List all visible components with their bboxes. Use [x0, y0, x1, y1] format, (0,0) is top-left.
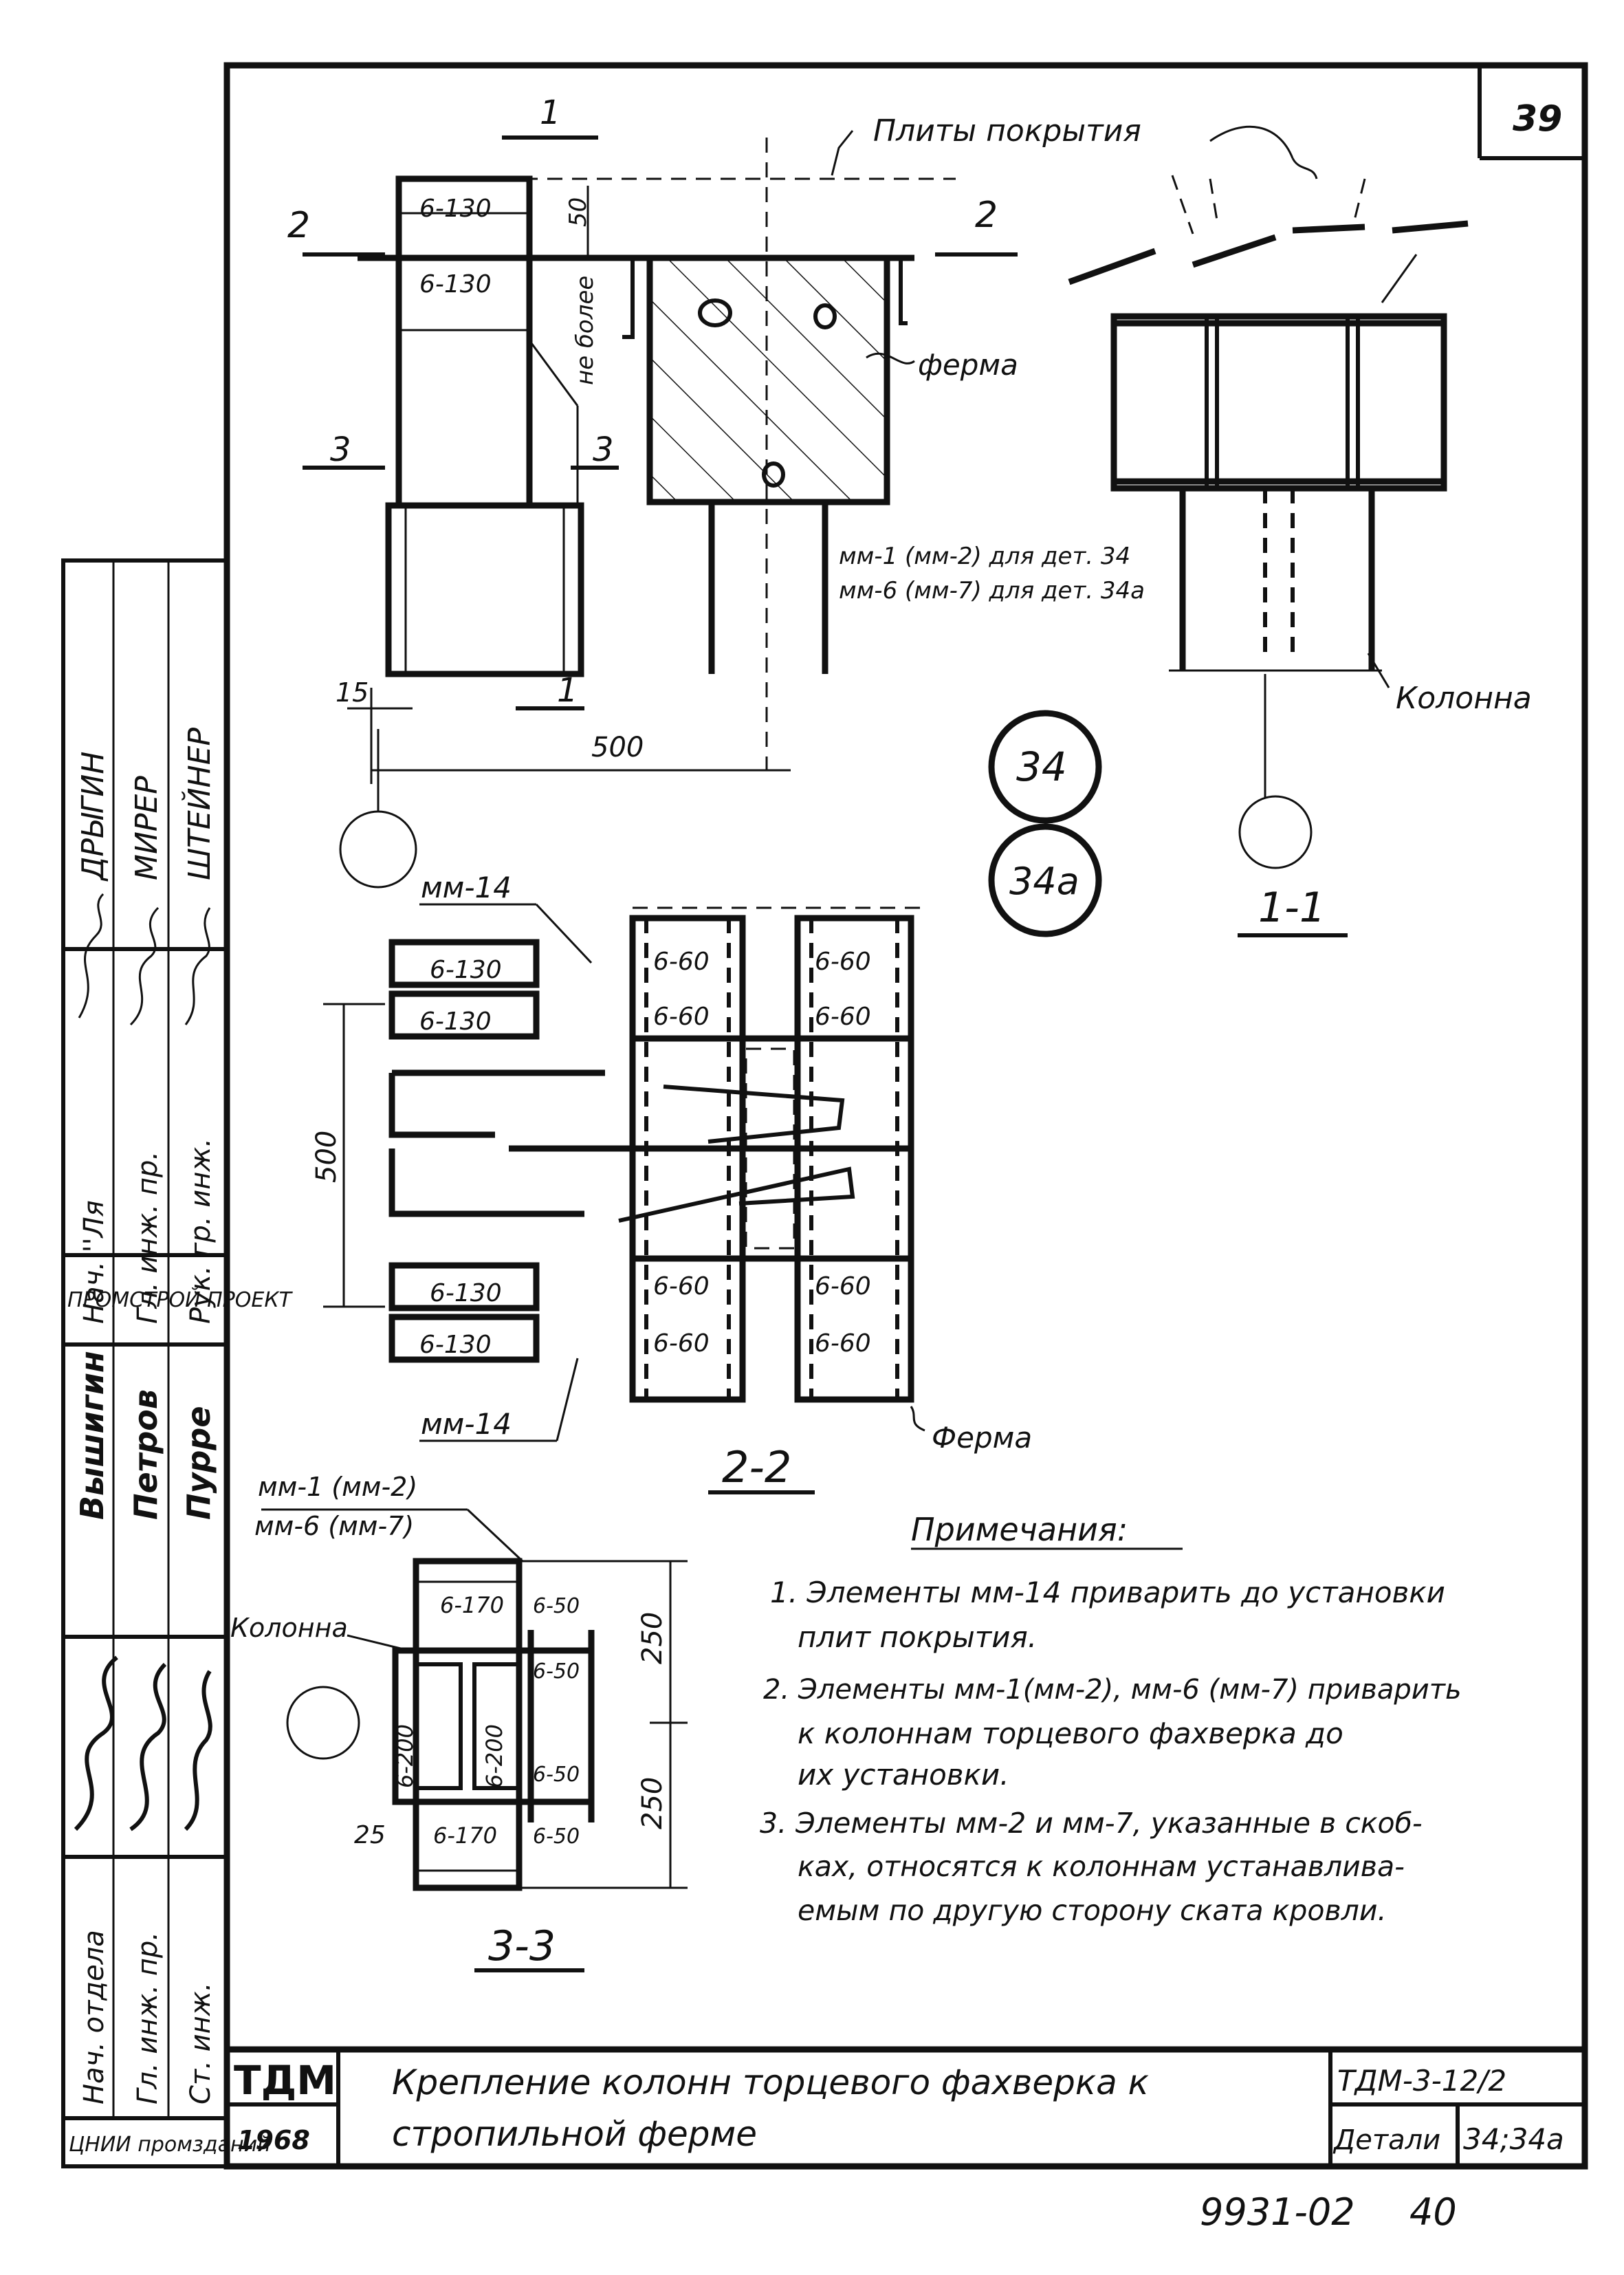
section-mark-1b: 1 [557, 671, 578, 710]
weld-3-3-4: 6-200 [481, 1724, 507, 1788]
note-line-2: плит покрытия. [798, 1620, 1037, 1654]
note-line-3: 2. Элементы мм-1(мм-2), мм-6 (мм-7) прив… [763, 1674, 1462, 1706]
dim-15: 15 [336, 677, 369, 708]
label-truss-top: ферма [918, 348, 1018, 382]
stamp-role-1: Нач. ''Ля [78, 1200, 110, 1324]
label-column-3-3: Колонна [230, 1613, 348, 1643]
signature-upper-2 [129, 906, 160, 1026]
stamp-name-3: ШТЕЙНЕР [181, 727, 217, 880]
stamp-org-1: ЦНИИ промзданий [69, 2133, 271, 2157]
note-line-4: к колоннам торцевого фахверка до [798, 1717, 1343, 1750]
detail-markers [988, 710, 1102, 937]
section-mark-3a: 3 [330, 431, 351, 469]
details-value: 34;34а [1463, 2122, 1564, 2156]
signature-lower-2 [129, 1662, 167, 1831]
signature-lower-3 [184, 1670, 212, 1831]
weld-2-2-r5: 6-60 [653, 1272, 710, 1300]
weld-3-3-3: 6-200 [392, 1724, 418, 1788]
stamp-role-3: Рук. гр. инж. [185, 1138, 217, 1324]
stamp-name-2: МИРЕР [129, 776, 164, 880]
detail-34: 34 [1016, 743, 1067, 790]
stamp-role-6: Ст. инж. [185, 1982, 217, 2104]
mm1-3-3: мм-1 (мм-2) [258, 1472, 417, 1502]
weld-2-2-l3: 6-130 [430, 1279, 502, 1307]
section-mark-2a: 2 [287, 205, 310, 246]
weld-2-2-l2: 6-130 [419, 1008, 492, 1036]
stamp-role-2: Гл. инж. пр. [132, 1151, 164, 1324]
note-not-more: не более [571, 276, 599, 385]
archive-number: 9931-02 [1200, 2190, 1355, 2234]
label-truss-2-2: Ферма [932, 1421, 1032, 1455]
drawing-code: ТДМ-3-12/2 [1337, 2064, 1506, 2098]
weld-2-2-r4: 6-60 [815, 1003, 871, 1031]
weld-2-2-l1: 6-130 [430, 956, 502, 984]
weld-2-2-r3: 6-60 [653, 1003, 710, 1031]
section-3-3-view [261, 1508, 688, 1972]
section-1-1-view [1068, 125, 1469, 937]
drawing-title-line2: стропильной ферме [392, 2114, 757, 2154]
side-stamp [61, 558, 229, 2168]
weld-3-3-8: 6-50 [533, 1825, 580, 1849]
page-number: 40 [1409, 2190, 1457, 2234]
weld-3-3-5: 6-50 [533, 1594, 580, 1618]
weld-2-2-r7: 6-60 [653, 1329, 710, 1358]
stamp-org-2: ПРОМСТРОЙ ПРОЕКТ [67, 1287, 294, 1312]
stamp-name-4: Вышигин [74, 1351, 111, 1520]
stamp-role-5: Гл. инж. пр. [132, 1932, 164, 2104]
weld-3-3-1: 6-170 [440, 1592, 504, 1618]
weld-2-2-r6: 6-60 [815, 1272, 871, 1300]
mm1-note: мм-1 (мм-2) для дет. 34 [839, 543, 1130, 570]
note-line-8: емым по другую сторону ската кровли. [798, 1894, 1387, 1927]
drawing-title-line1: Крепление колонн торцевого фахверка к [392, 2062, 1149, 2102]
label-plates: Плиты покрытия [873, 113, 1141, 149]
section-mark-1a: 1 [540, 94, 561, 132]
section-3-3-label: 3-3 [488, 1922, 556, 1970]
weld-3-3-6: 6-50 [533, 1659, 580, 1684]
section-mark-3b: 3 [593, 431, 614, 469]
sheet-number: 39 [1513, 98, 1562, 140]
detail-34a: 34а [1009, 860, 1079, 903]
note-line-6: 3. Элементы мм-2 и мм-7, указанные в ско… [760, 1807, 1423, 1840]
signature-lower-1 [74, 1655, 118, 1831]
stamp-name-6: Пурре [180, 1406, 217, 1520]
weld-2-2-r1: 6-60 [653, 948, 710, 976]
mm6-3-3: мм-6 (мм-7) [254, 1511, 414, 1541]
stamp-role-4: Нач. отдела [78, 1930, 110, 2104]
note-line-1: 1. Элементы мм-14 приварить до установки [770, 1576, 1445, 1609]
weld-3-3-7: 6-50 [533, 1763, 580, 1787]
weld-3-3-2: 6-170 [433, 1822, 497, 1849]
dim-25: 25 [354, 1821, 386, 1849]
dim-500-section: 500 [311, 1131, 342, 1183]
year: 1968 [237, 2125, 310, 2155]
notes-heading: Примечания: [911, 1511, 1128, 1548]
note-line-7: ках, относятся к колоннам устанавлива- [798, 1850, 1405, 1883]
section-1-1-label: 1-1 [1258, 884, 1326, 932]
dim-250-b: 250 [637, 1777, 668, 1829]
details-label: Детали [1332, 2124, 1440, 2156]
elevation-view [303, 130, 1018, 889]
weld-top-1: 6-130 [419, 195, 492, 223]
stamp-name-5: Петров [127, 1389, 164, 1520]
weld-2-2-r2: 6-60 [815, 948, 871, 976]
stamp-name-1: ДРЫГИН [76, 752, 111, 882]
signature-upper-3 [184, 907, 211, 1025]
dim-50: 50 [564, 197, 592, 227]
title-block [227, 2046, 1585, 2166]
weld-top-2: 6-130 [419, 270, 492, 298]
section-2-2-label: 2-2 [722, 1442, 791, 1492]
mm14-bottom: мм-14 [421, 1407, 512, 1441]
dim-500-top: 500 [591, 732, 644, 763]
signature-upper-1 [78, 893, 105, 1019]
section-2-2-view [323, 903, 925, 1494]
weld-2-2-r8: 6-60 [815, 1329, 871, 1358]
mm14-top: мм-14 [421, 871, 512, 904]
section-mark-2b: 2 [975, 195, 998, 236]
note-line-5: их установки. [798, 1758, 1009, 1792]
dim-250-a: 250 [637, 1612, 668, 1664]
weld-2-2-l4: 6-130 [419, 1331, 492, 1359]
mm6-note: мм-6 (мм-7) для дет. 34а [839, 577, 1145, 605]
logo-tdm: ТДМ [234, 2057, 336, 2104]
label-column-1-1: Колонна [1396, 681, 1532, 716]
